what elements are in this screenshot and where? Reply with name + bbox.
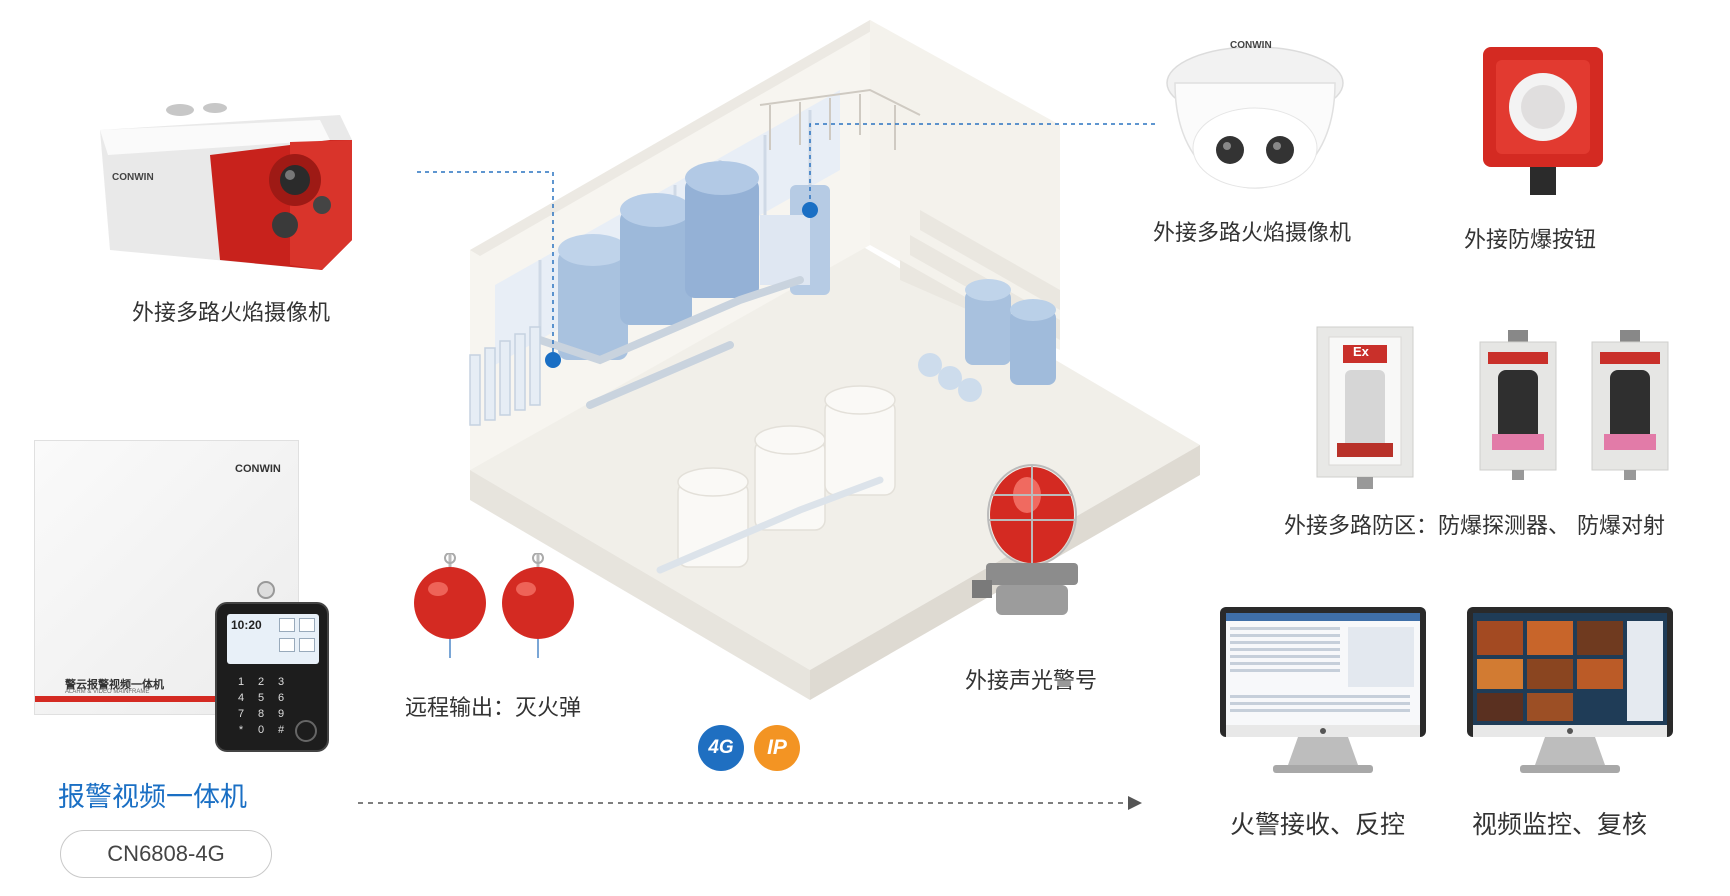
key-6: 6	[277, 692, 285, 704]
bullet-flame-camera	[90, 100, 360, 280]
badge-ip: IP	[754, 725, 800, 771]
keypad-screen: 10:20	[227, 614, 319, 664]
extinguisher-label: 远程输出：灭火弹	[405, 696, 582, 721]
mainframe-red-stripe	[35, 696, 300, 702]
lock-icon	[257, 581, 275, 599]
monitor-fire-receiver	[1218, 605, 1428, 780]
zone-detectors-label: 外接多路防区：防爆探测器、 防爆对射	[1284, 514, 1665, 539]
bullet-camera-label: 外接多路火焰摄像机	[132, 301, 331, 326]
keypad-keys: 1 2 3 4 5 6 7 8 9 * 0 #	[231, 676, 291, 736]
key-1: 1	[237, 676, 245, 688]
keypad-tile-1	[279, 618, 295, 632]
mainframe-en-name: ALARM & VIDEO MAINFRAME	[65, 689, 150, 695]
dome-camera-label: 外接多路火焰摄像机	[1153, 221, 1352, 246]
dome-flame-camera	[1165, 38, 1345, 208]
mainframe-cn-name: 警云报警视频一体机	[65, 678, 164, 691]
key-2: 2	[257, 676, 265, 688]
explosion-proof-detector-1	[1315, 325, 1415, 490]
badge-4g: 4G	[698, 725, 744, 771]
key-hash: #	[277, 724, 285, 736]
monitor-video-surveillance	[1465, 605, 1675, 780]
keypad-device: 10:20 1 2 3 4 5 6 7 8 9 * 0 #	[215, 602, 329, 752]
product-title: 报警视频一体机	[58, 782, 247, 813]
extinguisher-ball-1	[410, 553, 490, 668]
monitor-video-label: 视频监控、复核	[1472, 810, 1648, 839]
keypad-tile-3	[279, 638, 295, 652]
key-8: 8	[257, 708, 265, 720]
key-7: 7	[237, 708, 245, 720]
siren-strobe	[972, 455, 1092, 630]
keypad-tile-2	[299, 618, 315, 632]
keypad-card-reader-icon	[295, 720, 317, 742]
keypad-time: 10:20	[231, 618, 262, 632]
key-0: 0	[257, 724, 265, 736]
explosion-proof-beam-2	[1590, 330, 1670, 480]
key-5: 5	[257, 692, 265, 704]
key-3: 3	[277, 676, 285, 688]
beam-2-ex-mark: Ex	[1620, 352, 1636, 367]
explosion-proof-beam-1	[1478, 330, 1558, 480]
key-4: 4	[237, 692, 245, 704]
siren-label: 外接声光警号	[965, 669, 1098, 694]
detector-1-ex-mark: Ex	[1353, 344, 1369, 359]
dome-camera-brand: CONWIN	[1230, 40, 1272, 51]
explosion-proof-button	[1478, 42, 1608, 202]
explosion-button-label: 外接防爆按钮	[1464, 228, 1597, 253]
monitor-fire-label: 火警接收、反控	[1230, 810, 1406, 839]
product-model: CN6808-4G	[60, 830, 272, 878]
keypad-tile-4	[299, 638, 315, 652]
bullet-camera-brand: CONWIN	[112, 172, 154, 183]
key-9: 9	[277, 708, 285, 720]
mainframe-brand: CONWIN	[235, 463, 281, 475]
extinguisher-ball-2	[498, 553, 578, 668]
key-star: *	[238, 724, 244, 736]
